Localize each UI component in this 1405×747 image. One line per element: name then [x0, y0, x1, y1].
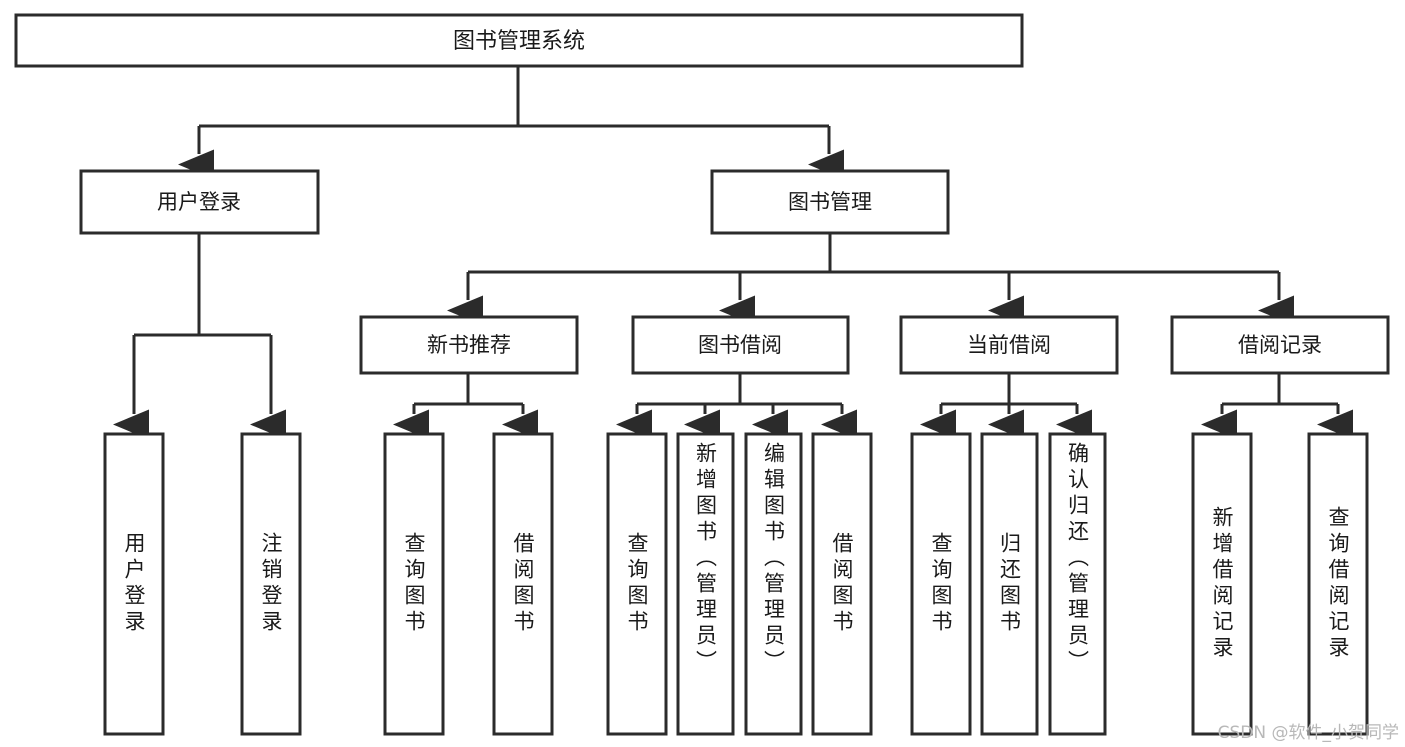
- node-book-manage[interactable]: 图书管理: [710, 169, 950, 235]
- node-borrow-record[interactable]: 借阅记录: [1170, 315, 1390, 375]
- node-new-book-rec-rect[interactable]: [359, 315, 579, 375]
- node-book-borrow[interactable]: 图书借阅: [631, 315, 850, 375]
- node-new-book-rec-label: 新书推荐: [427, 333, 511, 357]
- node-user-login-label: 用户登录: [157, 190, 241, 214]
- node-leaf-logout-rect[interactable]: [240, 432, 302, 736]
- node-current-borrow-label: 当前借阅: [967, 333, 1051, 357]
- node-current-borrow-rect[interactable]: [899, 315, 1119, 375]
- node-borrow-record-label: 借阅记录: [1238, 333, 1322, 357]
- node-leaf-confirm-return-rect[interactable]: [1048, 432, 1107, 736]
- node-user-login-rect[interactable]: [79, 169, 320, 235]
- node-leaf-query-book-3-rect[interactable]: [910, 432, 972, 736]
- node-book-borrow-rect[interactable]: [631, 315, 850, 375]
- edges-layer: [113, 66, 1353, 440]
- node-leaf-user-login-rect[interactable]: [103, 432, 165, 736]
- node-leaf-return-book-rect[interactable]: [980, 432, 1039, 736]
- node-leaf-query-book-1-rect[interactable]: [383, 432, 445, 736]
- node-current-borrow[interactable]: 当前借阅: [899, 315, 1119, 375]
- node-book-manage-rect[interactable]: [710, 169, 950, 235]
- nodes-layer: 图书管理系统 用户登录 图书管理 新书推荐 图书借阅 当前: [14, 13, 1390, 736]
- node-root-rect[interactable]: [14, 13, 1024, 68]
- node-leaf-add-book-rect[interactable]: [676, 432, 735, 736]
- node-root[interactable]: 图书管理系统: [14, 13, 1024, 68]
- node-leaf-edit-book-rect[interactable]: [744, 432, 803, 736]
- node-borrow-record-rect[interactable]: [1170, 315, 1390, 375]
- node-book-manage-label: 图书管理: [788, 190, 872, 214]
- node-user-login[interactable]: 用户登录: [79, 169, 320, 235]
- node-leaf-borrow-book-1-rect[interactable]: [492, 432, 554, 736]
- node-root-label: 图书管理系统: [453, 29, 585, 54]
- node-book-borrow-label: 图书借阅: [698, 333, 782, 357]
- node-new-book-rec[interactable]: 新书推荐: [359, 315, 579, 375]
- node-leaf-query-record-rect[interactable]: [1307, 432, 1369, 736]
- node-leaf-query-book-2-rect[interactable]: [606, 432, 668, 736]
- node-leaf-add-record-rect[interactable]: [1191, 432, 1253, 736]
- node-leaf-borrow-book-2-rect[interactable]: [811, 432, 873, 736]
